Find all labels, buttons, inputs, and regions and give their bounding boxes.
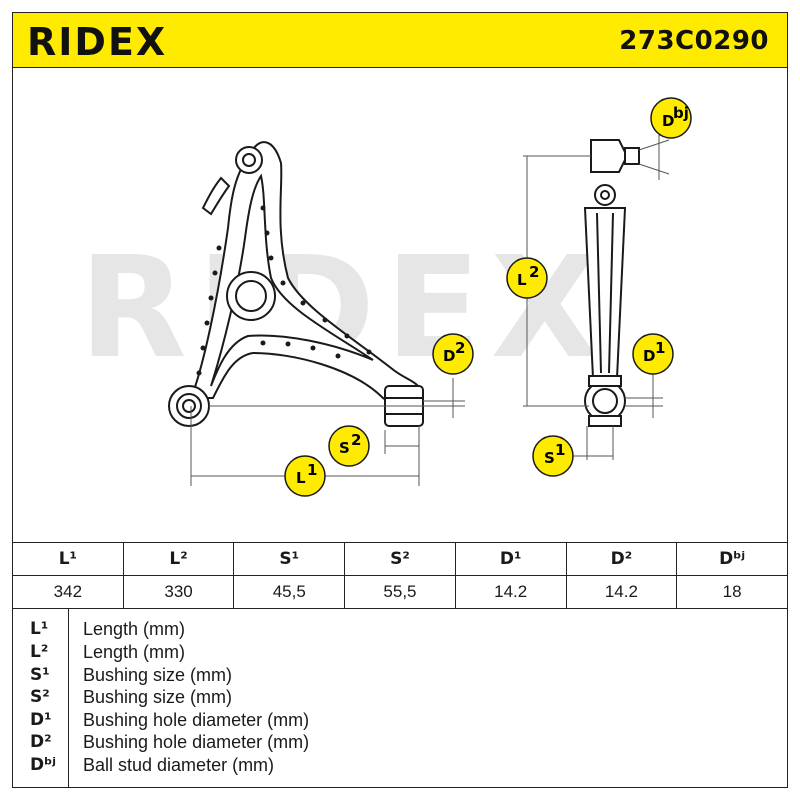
list-item: L¹ Length (mm) [13,619,789,642]
control-arm-side-view [583,139,640,427]
legend-symbol: L¹ [30,619,49,639]
legend-description: Bushing hole diameter (mm) [83,710,310,730]
header-cell: L² [122,542,235,576]
header-cell: L¹ [12,542,124,576]
svg-text:bj: bj [673,104,689,122]
svg-text:L: L [517,271,527,289]
value-cell: 14.2 [454,575,567,609]
value-cell: 14.2 [565,575,678,609]
callout-d1: D 1 [632,333,674,375]
callout-l2: L 2 [506,257,548,299]
list-item: D² Bushing hole diameter (mm) [13,732,789,755]
svg-text:1: 1 [307,461,317,479]
svg-text:D: D [443,347,455,365]
value-cell: 18 [676,575,788,609]
svg-text:S: S [544,449,555,467]
list-item: L² Length (mm) [13,642,789,665]
table-row: 342 330 45,5 55,5 14.2 14.2 18 [12,575,788,609]
legend-description: Length (mm) [83,642,186,662]
part-number: 273C0290 [619,26,769,56]
legend-description: Bushing size (mm) [83,665,233,685]
svg-text:D: D [643,347,655,365]
list-item: Dᵇʲ Ball stud diameter (mm) [13,755,789,778]
svg-text:D: D [662,112,674,130]
svg-text:1: 1 [555,441,565,459]
callout-s2: S 2 [328,425,370,467]
legend-symbol: D¹ [30,710,52,730]
legend-description: Bushing hole diameter (mm) [83,732,310,752]
value-cell: 330 [122,575,235,609]
svg-text:2: 2 [529,263,539,281]
legend-panel: L¹ Length (mm) L² Length (mm) S¹ Bushing… [12,608,788,788]
svg-text:RIDEX: RIDEX [27,21,167,61]
ridex-logo: RIDEX [27,21,167,61]
svg-text:1: 1 [655,339,665,357]
technical-drawing: RIDEX [12,68,788,542]
legend-symbol: D² [30,732,52,752]
header-cell: D² [565,542,678,576]
header-cell: S² [344,542,456,576]
value-cell: 45,5 [233,575,346,609]
legend-symbol: S¹ [30,665,50,685]
header-bar: RIDEX 273C0290 [12,12,788,68]
legend-description: Length (mm) [83,619,186,639]
legend-divider [68,608,69,787]
svg-text:2: 2 [455,339,465,357]
callout-s1: S 1 [532,435,574,477]
legend-description: Bushing size (mm) [83,687,233,707]
svg-text:L: L [296,469,306,487]
legend-description: Ball stud diameter (mm) [83,755,275,775]
header-cell: S¹ [233,542,346,576]
svg-text:S: S [339,439,350,457]
dimensions-table: L¹ L² S¹ S² D¹ D² Dᵇʲ 342 330 45,5 55,5 … [12,542,788,609]
table-header-row: L¹ L² S¹ S² D¹ D² Dᵇʲ [12,542,788,576]
list-item: D¹ Bushing hole diameter (mm) [13,710,789,733]
header-cell: Dᵇʲ [676,542,788,576]
callout-d2: D 2 [432,333,474,375]
header-cell: D¹ [454,542,567,576]
legend-symbol: S² [30,687,50,707]
legend-symbol: Dᵇʲ [30,755,56,775]
list-item: S² Bushing size (mm) [13,687,789,710]
value-cell: 342 [12,575,124,609]
value-cell: 55,5 [344,575,456,609]
list-item: S¹ Bushing size (mm) [13,665,789,688]
control-arm-diagram: RIDEX [79,97,692,497]
callout-l1: L 1 [284,455,326,497]
legend-symbol: L² [30,642,49,662]
callout-dbj: D bj [650,97,692,139]
svg-text:2: 2 [351,431,361,449]
